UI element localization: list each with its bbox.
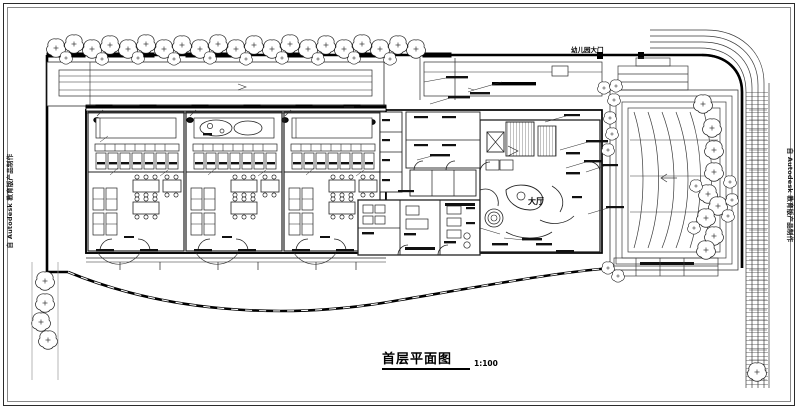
tree-row-west <box>31 262 59 380</box>
sheet-border-inner <box>7 7 791 402</box>
classroom-tables <box>230 174 280 220</box>
stair-run <box>505 121 535 157</box>
service-core <box>379 111 403 193</box>
label-lobby-hall: 大厅 <box>528 197 544 206</box>
floor-medallion <box>484 208 504 228</box>
south-service-wing <box>357 199 481 256</box>
title-underline <box>382 368 470 371</box>
stair-run-2 <box>537 125 557 157</box>
road-hatch-right <box>650 29 770 388</box>
classroom-module-1 <box>87 111 185 252</box>
plan-title: 首层平面图 <box>382 352 453 367</box>
classroom-module-3 <box>283 111 381 252</box>
entry-drive <box>419 52 644 100</box>
lobby-area <box>479 119 601 253</box>
north-canopy-block <box>46 61 385 107</box>
nap-mats <box>92 187 118 236</box>
central-corridor <box>405 111 481 197</box>
tree-row-north <box>46 34 426 66</box>
classroom-tables <box>328 174 378 220</box>
annotation-leaders <box>416 77 609 241</box>
nap-mats <box>288 187 314 236</box>
classroom-module-2 <box>185 111 283 252</box>
south-canopy <box>97 252 337 265</box>
site-kerb-dash <box>67 267 613 312</box>
label-kindergarten-gate: 幼儿园大门 <box>571 46 604 54</box>
annotation-tags <box>124 76 624 253</box>
classroom-tables <box>132 174 182 220</box>
nap-mats <box>190 187 216 236</box>
title-block: 首层平面图 1:100 <box>382 348 498 371</box>
plan-scale: 1:100 <box>474 359 498 368</box>
sheet-border-outer <box>3 3 795 406</box>
elevator-shaft <box>486 131 505 153</box>
south-facade-base <box>86 257 386 270</box>
